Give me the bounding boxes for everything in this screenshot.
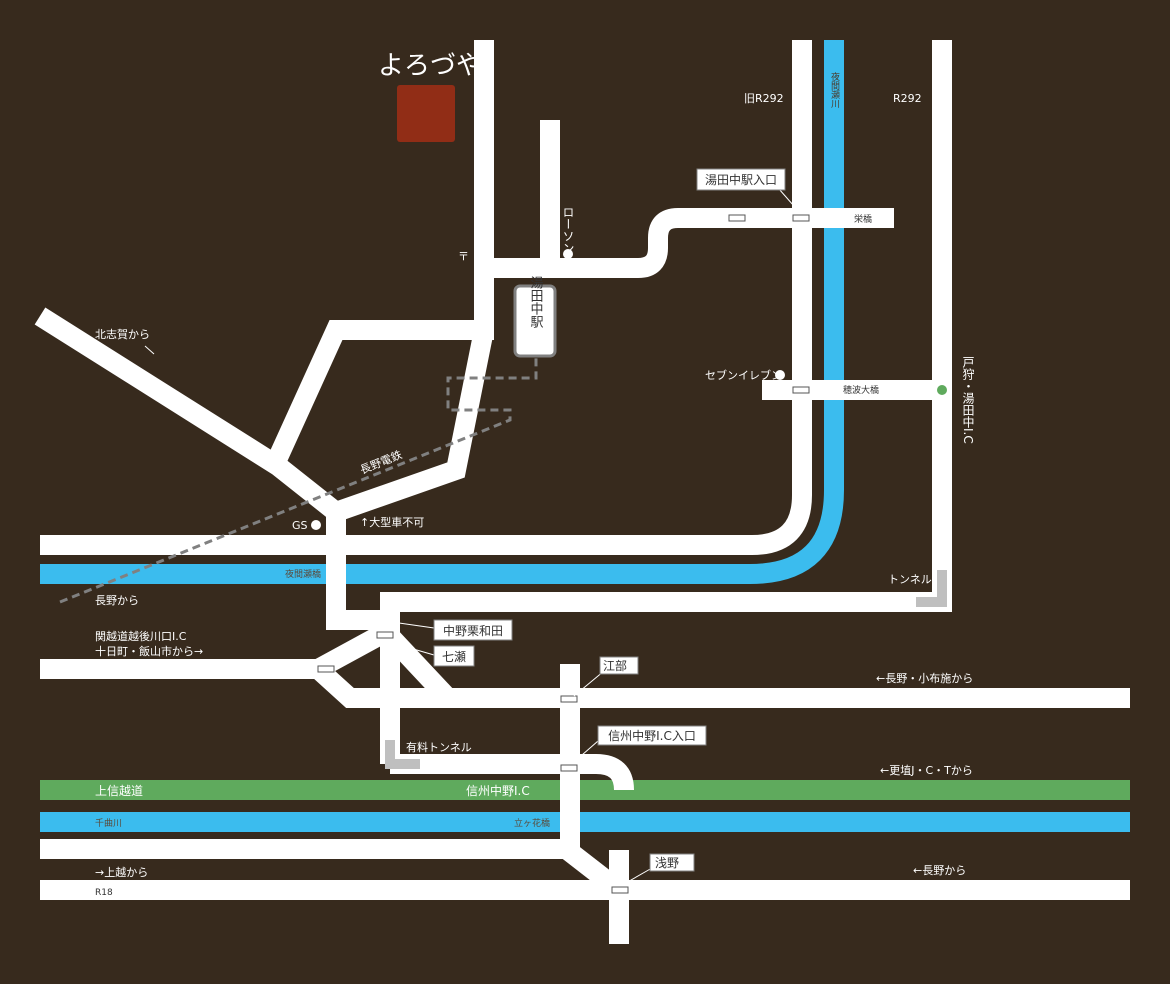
label-seven-eleven: セブンイレブン: [705, 368, 782, 382]
label-r18: R18: [95, 888, 113, 898]
label-kitashiga: 北志賀から: [95, 328, 150, 341]
yudanaka-station[interactable]: 湯田中駅: [513, 276, 557, 358]
bridge-marker-sakae-west: [728, 214, 746, 222]
r292-tunnel: [916, 570, 947, 607]
sakae-road: [484, 208, 894, 278]
callout-nanase: 七瀬: [433, 645, 475, 667]
label-post-office: 〒: [458, 250, 469, 263]
label-r292: R292: [893, 92, 922, 105]
shinshu-nakano-ic-marker[interactable]: [561, 781, 579, 799]
gs-dot: [311, 520, 321, 530]
joshinetsu-expressway: [40, 780, 1130, 800]
bridge-marker-sakae: [792, 214, 810, 222]
main-north-road: [266, 40, 494, 467]
destination-title: よろづや: [378, 51, 482, 81]
nanase-road: [378, 625, 454, 703]
old-r292-road: [40, 40, 812, 555]
label-ogata-fuka: ↑大型車不可: [360, 515, 424, 529]
bridge-marker-kanetsu: [317, 665, 335, 673]
r292-road: [380, 40, 952, 764]
callout-leaders: [144, 188, 802, 885]
svg-text:江部: 江部: [603, 658, 627, 673]
label-old-r292: 旧R292: [744, 92, 784, 105]
kitashiga-road: [34, 307, 386, 630]
bridge-marker-asano: [611, 886, 629, 894]
svg-text:信州中野I.C入口: 信州中野I.C入口: [608, 728, 696, 743]
label-joetsu: →上越から: [95, 865, 148, 879]
station-south-road: [332, 328, 494, 522]
chikuma-river: [40, 812, 1130, 832]
label-gs: GS: [292, 519, 308, 532]
nakano-west-link: [313, 623, 391, 678]
lawson-dot: [563, 249, 573, 259]
callout-ebe: 江部: [599, 656, 639, 675]
label-hoha-ohashi: 穂波大橋: [843, 384, 879, 396]
togari-ic-dot[interactable]: [937, 385, 947, 395]
seven-eleven-dot: [775, 370, 785, 380]
destination-marker[interactable]: [397, 85, 455, 142]
label-obuse: ←長野・小布施から: [876, 672, 973, 685]
label-chikuma-river: 千曲川: [95, 818, 122, 829]
bridge-markers: [317, 214, 810, 894]
label-kanetsu-line2: 十日町・飯山市から→: [95, 644, 203, 658]
label-nagano-kara-east: ←長野から: [913, 864, 966, 877]
label-koshoku: ←更埴J・C・Tから: [880, 763, 973, 777]
obuse-road: [311, 661, 1130, 708]
callout-shinshu-nakano-iriguchi: 信州中野I.C入口: [597, 725, 707, 746]
svg-text:浅野: 浅野: [655, 856, 679, 870]
bridge-marker-shinshu: [560, 764, 578, 772]
callout-nakano-kuriwada: 中野栗和田: [433, 619, 513, 641]
tunnels: [385, 570, 947, 769]
label-nagano-dentetsu: 長野電鉄: [358, 447, 404, 476]
rivers: [40, 40, 1130, 832]
roads: [34, 40, 1130, 944]
label-lawson: ローソン: [561, 206, 575, 254]
toll-road: [390, 754, 634, 791]
toll-tunnel: [385, 740, 420, 769]
bridge-marker-hoha: [792, 386, 810, 394]
station-label: 湯田中駅: [528, 276, 544, 329]
label-shinshu-nakano-ic: 信州中野I.C: [466, 783, 530, 798]
label-yomase-bashi: 夜間瀬橋: [285, 568, 321, 580]
callout-asano: 浅野: [649, 853, 695, 872]
callout-yudanaka-eki-iriguchi: 湯田中駅入口: [696, 168, 786, 191]
svg-text:七瀬: 七瀬: [442, 650, 466, 664]
label-nagano-kara-west: 長野から: [95, 594, 139, 607]
svg-text:湯田中駅入口: 湯田中駅入口: [705, 172, 777, 187]
label-togari-ic: 戸狩・湯田中I.C: [961, 356, 975, 444]
label-yomase-river: 夜間瀬川: [829, 71, 840, 108]
yomase-river: [40, 40, 844, 584]
label-tategahana-bashi: 立ヶ花橋: [514, 817, 550, 829]
bridge-marker-ebe: [560, 695, 578, 703]
svg-text:中野栗和田: 中野栗和田: [443, 623, 503, 638]
nagano-dentetsu-line: [59, 356, 538, 604]
label-kanetsu-line1: 関越道越後川口I.C: [95, 629, 187, 643]
label-sakae-bashi: 栄橋: [854, 213, 872, 225]
label-tunnel: トンネル: [888, 573, 932, 586]
label-joshinetsu: 上信越道: [95, 784, 143, 798]
bridge-marker-kuriwada: [376, 631, 394, 639]
label-yuryo-tunnel: 有料トンネル: [406, 740, 472, 754]
